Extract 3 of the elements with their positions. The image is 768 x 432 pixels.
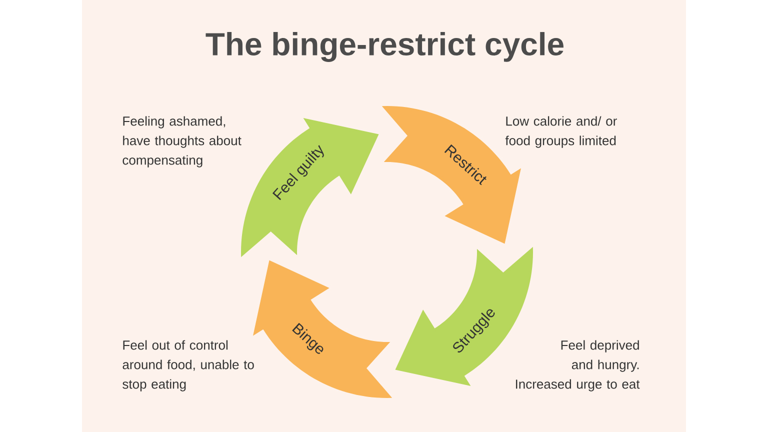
description-text: Feeling ashamed, have thoughts about compensating	[122, 116, 242, 168]
description-text: Feel out of control around food, unable to stop eating	[122, 340, 254, 392]
title: The binge-restrict cycle	[206, 32, 564, 62]
